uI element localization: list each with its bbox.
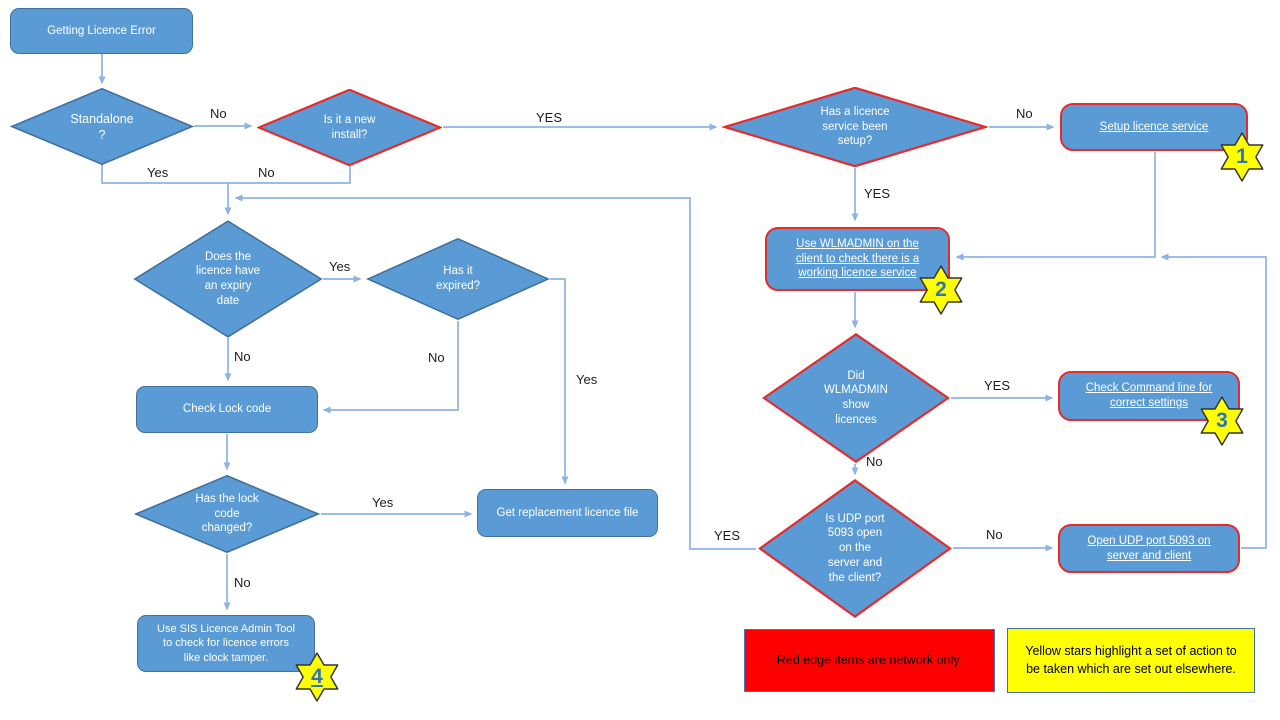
node-use-wlmadmin-label: Use WLMADMIN on the client to check ther… <box>795 237 920 280</box>
star-icon <box>1200 396 1244 446</box>
edge-label-expiry-no: No <box>234 349 251 364</box>
edge-label-newinstall-no: No <box>258 165 275 180</box>
decision-has-it-expired-label: Has it expired? <box>435 265 481 292</box>
node-open-udp-port-label: Open UDP port 5093 on server and client <box>1087 534 1211 562</box>
decision-new-install-label: Is it a new install? <box>323 113 376 141</box>
node-use-wlmadmin[interactable]: Use WLMADMIN on the client to check ther… <box>765 227 950 291</box>
node-check-command-line-label: Check Command line for correct settings <box>1085 382 1213 409</box>
edge-label-newinstall-yes: YES <box>536 110 563 125</box>
decision-licence-service-setup: Has a licence service been setup? <box>722 87 988 167</box>
node-setup-licence-service-label: Setup licence service <box>1099 120 1209 133</box>
diamond-shape <box>762 333 950 463</box>
decision-licence-service-setup-label: Has a licence service been setup? <box>820 105 890 148</box>
star-4: 4 <box>292 652 342 702</box>
node-check-command-line[interactable]: Check Command line for correct settings <box>1058 371 1240 421</box>
connector-expired-yes <box>550 278 569 485</box>
decision-wlmadmin-show-licences-label: Did WLMADMIN show licences <box>824 369 888 426</box>
diamond-shape <box>10 88 194 165</box>
star-icon <box>295 652 339 702</box>
node-use-sis-licence-admin-tool-label: Use SIS Licence Admin Tool to check for … <box>157 623 295 664</box>
star-icon <box>919 265 963 315</box>
diamond-shape <box>133 220 323 338</box>
diamond-shape <box>366 238 550 320</box>
edge-label-standalone-no: No <box>210 106 227 121</box>
decision-lock-code-changed: Has the lock code changed? <box>134 475 320 553</box>
diamond-shape <box>257 89 442 166</box>
edge-label-expiry-yes: Yes <box>329 259 351 274</box>
edge-label-service-no: No <box>1016 106 1033 121</box>
star-1: 1 <box>1217 132 1267 182</box>
diamond-shape <box>758 479 952 618</box>
decision-has-it-expired: Has it expired? <box>366 238 550 320</box>
diamond-shape <box>722 87 988 167</box>
decision-udp-port-open-label: Is UDP port 5093 open on the server and … <box>825 512 885 584</box>
node-open-udp-port[interactable]: Open UDP port 5093 on server and client <box>1058 524 1240 573</box>
node-getting-licence-error: Getting Licence Error <box>10 8 193 54</box>
connector-setup-wlmadmin <box>955 152 1156 261</box>
edge-label-standalone-yes: Yes <box>147 165 169 180</box>
legend-yellow-star-note-text: Yellow stars highlight a set of action t… <box>1025 644 1237 676</box>
edge-label-wlmadmin-yes: YES <box>984 378 1011 393</box>
edge-label-service-yes: YES <box>864 186 891 201</box>
connector-standalone-newinstall-merge <box>101 164 351 184</box>
edge-label-lock-no: No <box>234 575 251 590</box>
node-check-lock-code-label: Check Lock code <box>182 403 272 416</box>
decision-wlmadmin-show-licences: Did WLMADMIN show licences <box>762 333 950 463</box>
legend-yellow-star-note: Yellow stars highlight a set of action t… <box>1007 628 1255 693</box>
decision-standalone-label: Standalone ? <box>70 111 134 142</box>
decision-expiry-date: Does the licence have an expiry date <box>133 220 323 338</box>
star-2-number: 2 <box>935 278 947 301</box>
node-get-replacement-licence-label: Get replacement licence file <box>496 506 639 519</box>
diamond-shape <box>134 475 320 553</box>
decision-standalone: Standalone ? <box>10 88 194 165</box>
edge-label-udp-no: No <box>986 527 1003 542</box>
node-setup-licence-service[interactable]: Setup licence service <box>1060 103 1248 151</box>
legend-red-edge-note: Red edge items are network only. <box>744 629 995 692</box>
node-use-sis-licence-admin-tool: Use SIS Licence Admin Tool to check for … <box>137 615 315 672</box>
connector-openudp-feedback <box>1160 253 1267 549</box>
connector-udp-yes-feedback <box>234 194 756 550</box>
legend-red-edge-note-text: Red edge items are network only. <box>776 652 963 667</box>
edge-label-expired-no: No <box>428 350 445 365</box>
edge-label-wlmadmin-no: No <box>866 454 883 469</box>
star-1-number: 1 <box>1236 145 1248 168</box>
star-3: 3 <box>1197 396 1247 446</box>
node-getting-licence-error-label: Getting Licence Error <box>47 24 156 37</box>
edge-label-expired-yes: Yes <box>576 372 598 387</box>
connector-expired-no <box>322 321 459 414</box>
star-3-number: 3 <box>1216 409 1228 432</box>
node-check-lock-code: Check Lock code <box>136 386 318 433</box>
decision-expiry-date-label: Does the licence have an expiry date <box>196 250 260 307</box>
decision-new-install: Is it a new install? <box>257 89 442 166</box>
star-2: 2 <box>916 265 966 315</box>
edge-label-udp-yes: YES <box>714 528 741 543</box>
decision-lock-code-changed-label: Has the lock code changed? <box>195 492 259 535</box>
decision-udp-port-open: Is UDP port 5093 open on the server and … <box>758 479 952 618</box>
edge-label-lock-yes: Yes <box>372 495 394 510</box>
star-4-number: 4 <box>311 665 323 688</box>
star-icon <box>1220 132 1264 182</box>
node-get-replacement-licence: Get replacement licence file <box>477 489 658 537</box>
